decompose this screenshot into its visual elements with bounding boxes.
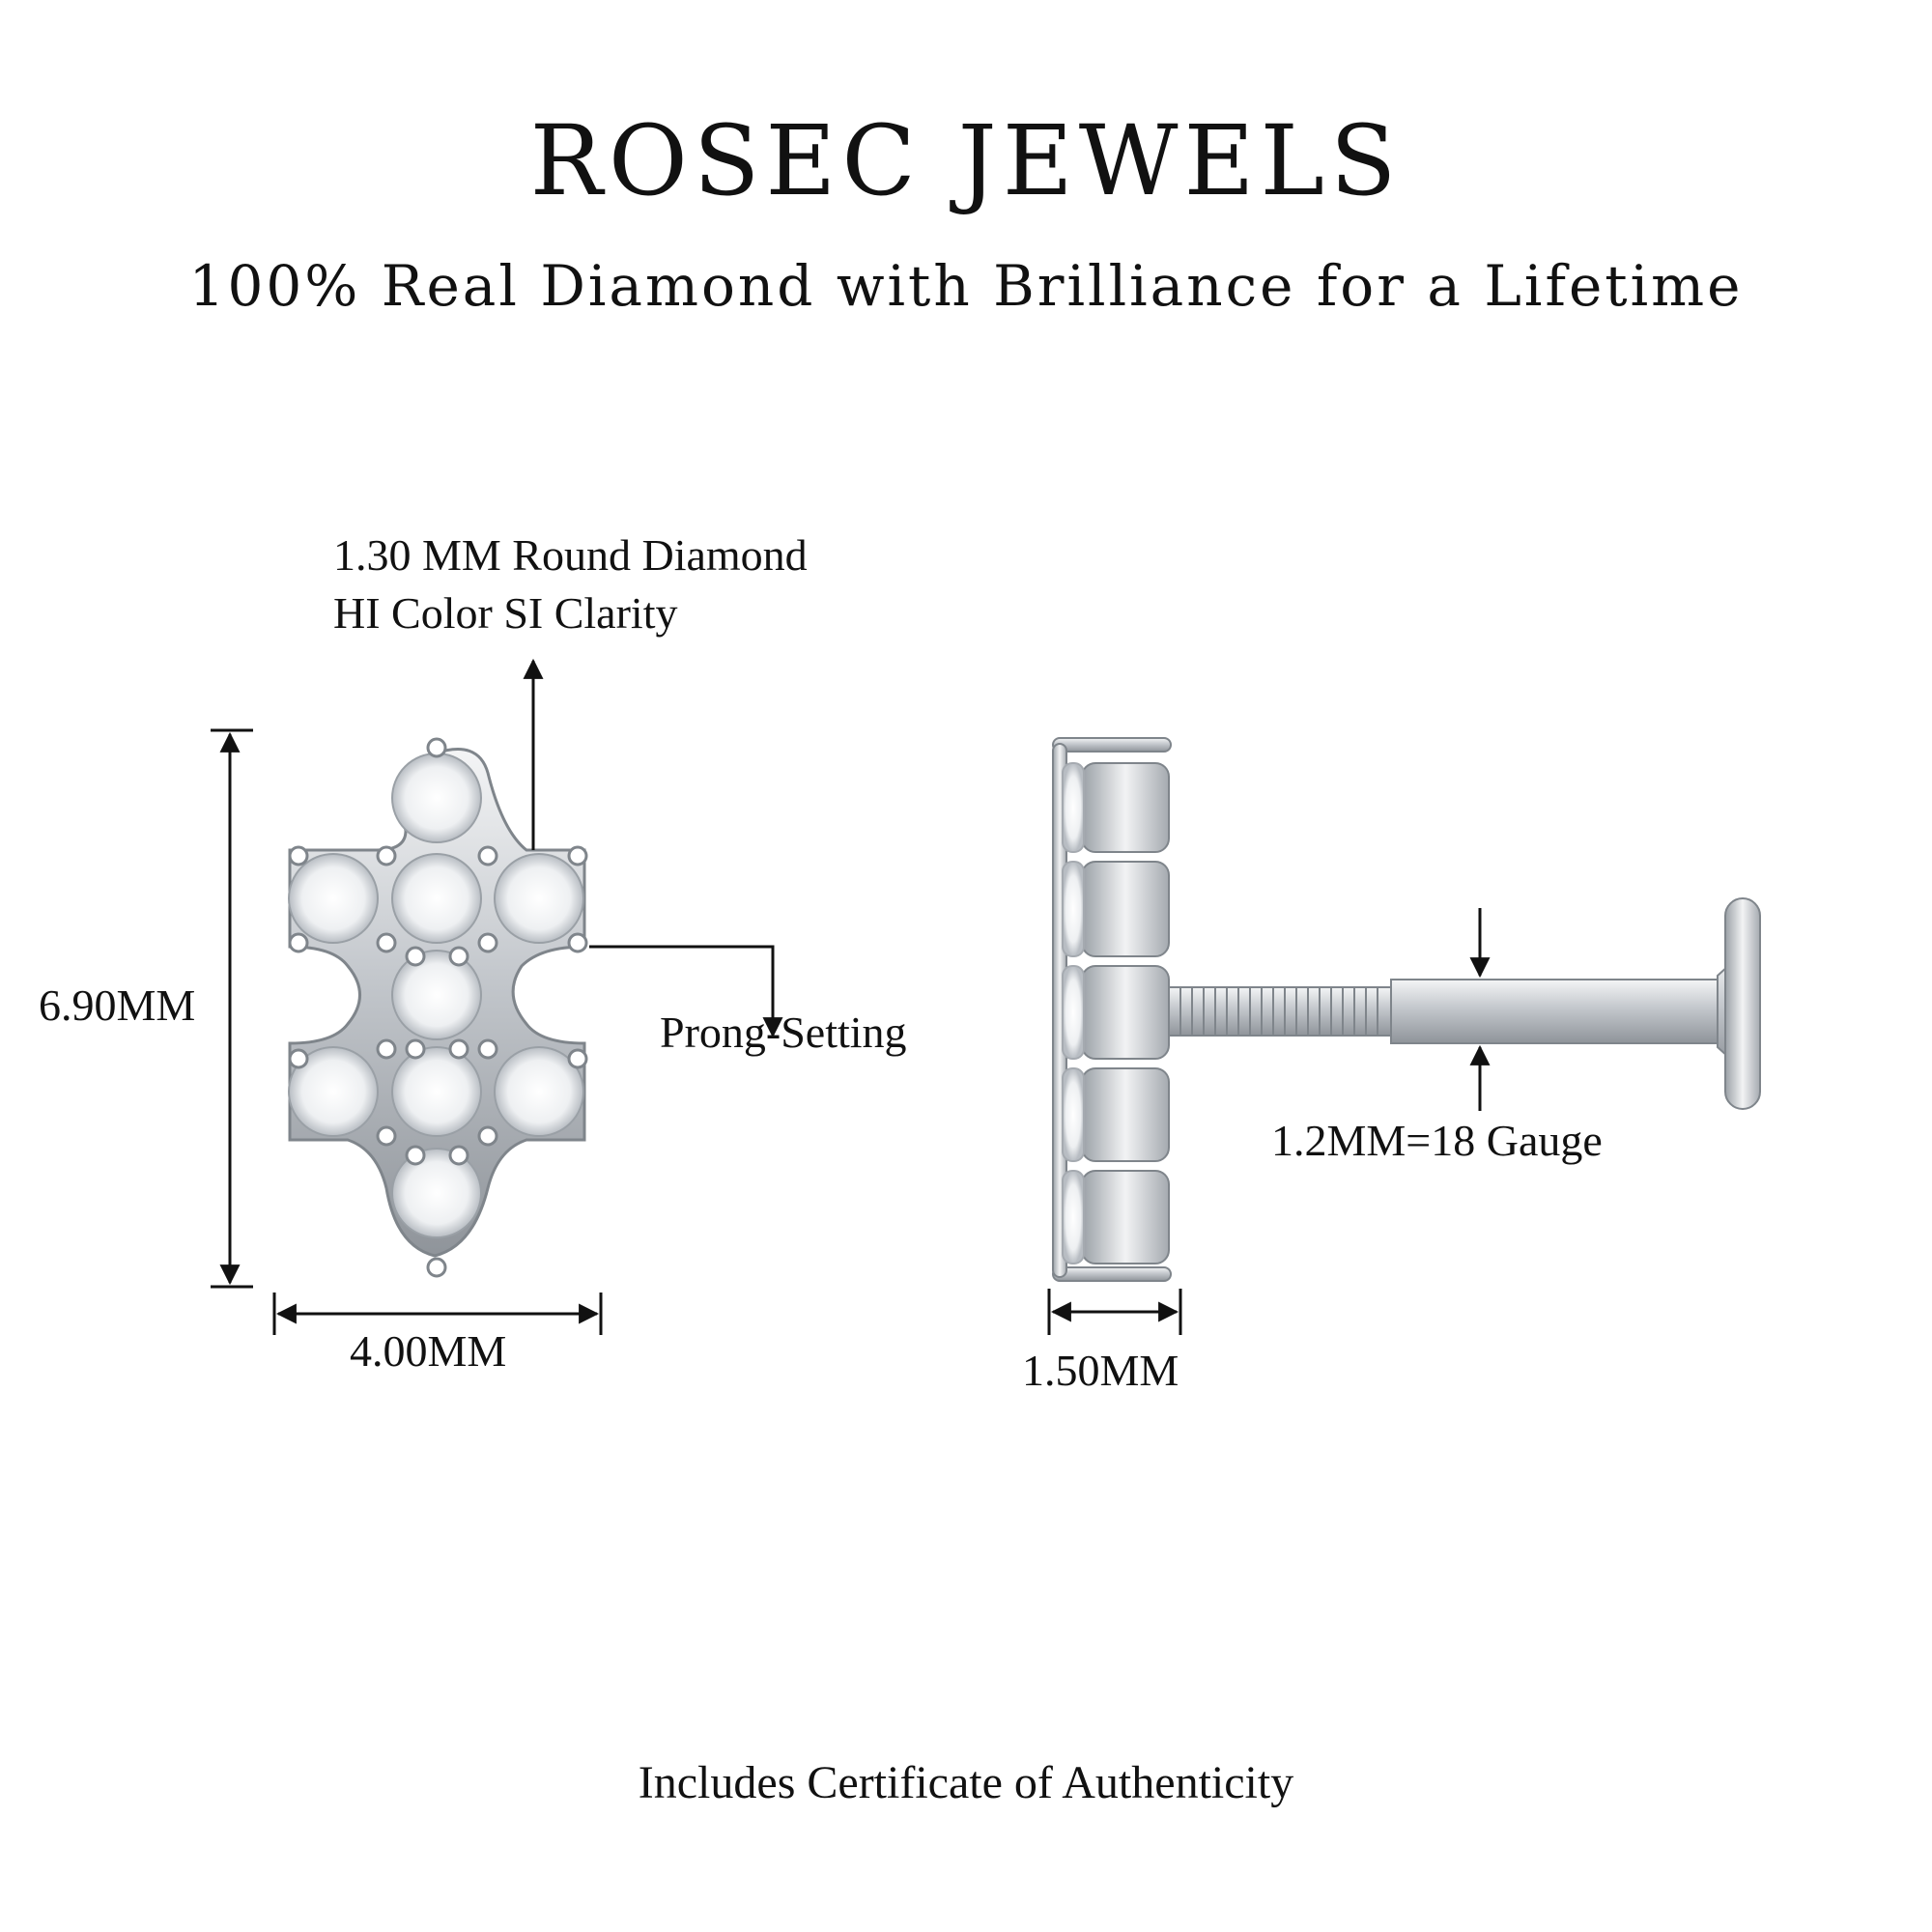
height-label: 6.90MM xyxy=(39,980,196,1030)
width-label: 4.00MM xyxy=(350,1326,507,1376)
brand-title: ROSEC JEWELS xyxy=(529,104,1403,217)
depth-label: 1.50MM xyxy=(1022,1346,1179,1395)
earring-side-view xyxy=(1052,737,1761,1282)
height-dimension xyxy=(211,728,253,1289)
certificate-note: Includes Certificate of Authenticity xyxy=(638,1757,1294,1808)
tagline: 100% Real Diamond with Brilliance for a … xyxy=(188,253,1744,319)
gauge-label: 1.2MM=18 Gauge xyxy=(1271,1116,1603,1165)
width-dimension xyxy=(272,1293,603,1335)
puzzle-piece-front-view xyxy=(288,737,588,1278)
depth-dimension xyxy=(1047,1289,1182,1335)
stone-spec-line1: 1.30 MM Round Diamond xyxy=(333,530,808,580)
setting-label: Prong-Setting xyxy=(660,1008,907,1057)
stone-spec-line2: HI Color SI Clarity xyxy=(333,588,678,638)
prong-callout-line xyxy=(589,945,783,1038)
